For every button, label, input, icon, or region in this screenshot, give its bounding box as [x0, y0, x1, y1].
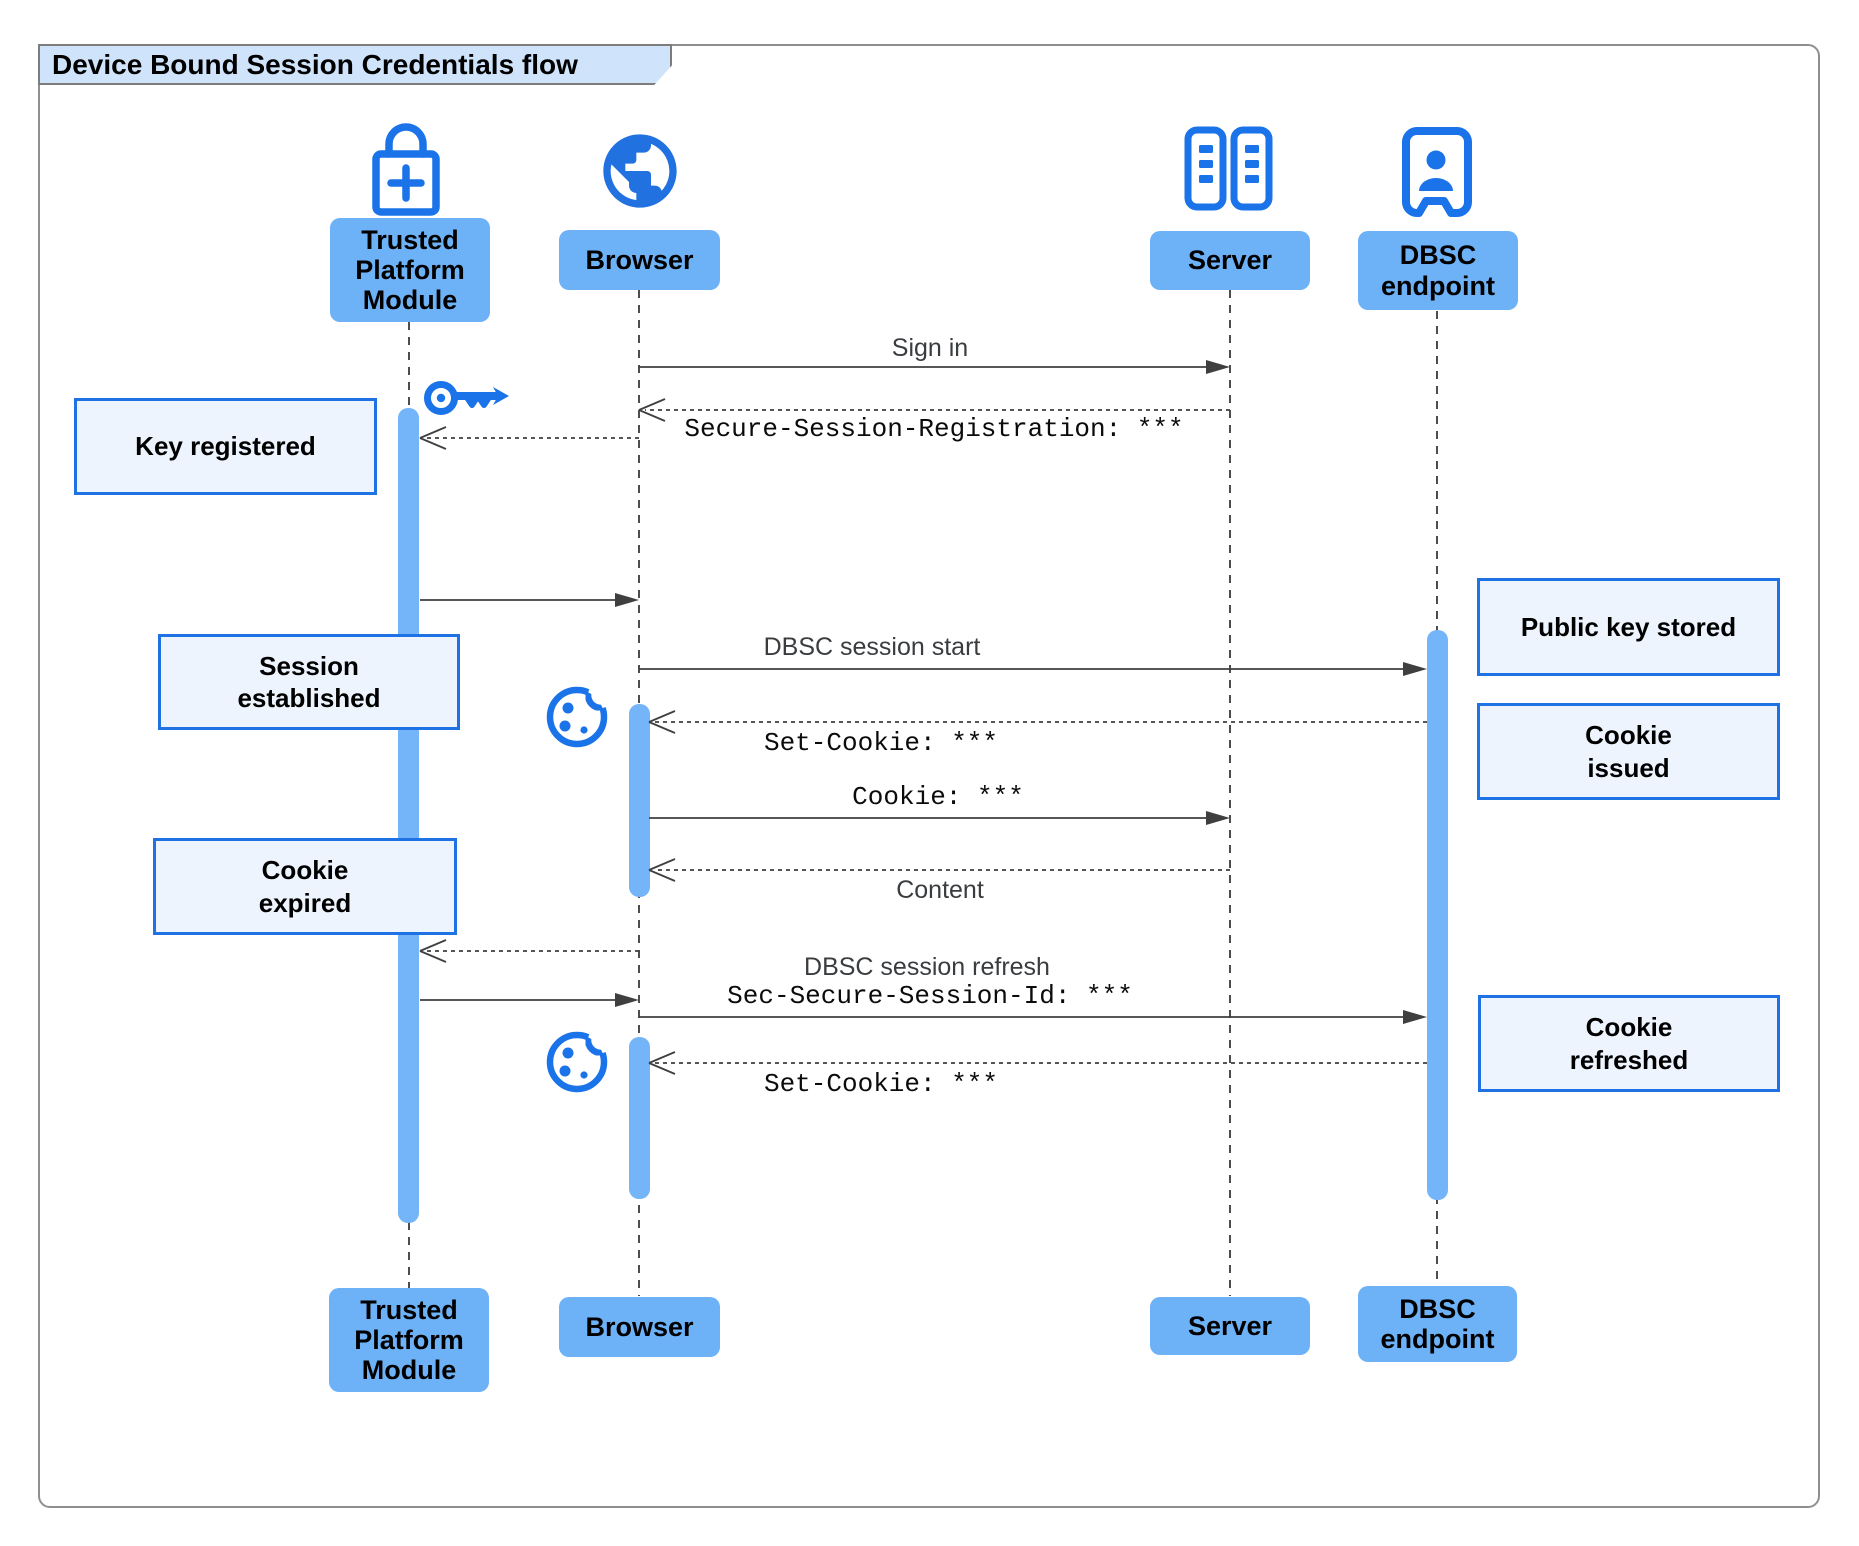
- actor-tpm-top: Trusted Platform Module: [330, 218, 490, 322]
- label-set-cookie-2: Set-Cookie: ***: [763, 1069, 999, 1099]
- key-icon: [424, 381, 509, 415]
- arrowhead-content: [648, 858, 676, 882]
- activation-tpm: [398, 408, 419, 1223]
- activation-dbsc: [1427, 630, 1448, 1200]
- arrow-tpm-to-browser-2: [420, 993, 639, 1007]
- actor-dbsc-top: DBSC endpoint: [1358, 231, 1518, 310]
- label-secure-session-registration: Secure-Session-Registration: ***: [684, 414, 1184, 444]
- id-badge-icon: [1402, 127, 1472, 217]
- note-session-established: Session established: [158, 634, 460, 730]
- label-cookie: Cookie: ***: [852, 782, 1024, 812]
- arrowhead-browser-to-tpm-1: [419, 426, 447, 450]
- arrowhead-set-cookie-2: [648, 1051, 676, 1075]
- actor-dbsc-bottom: DBSC endpoint: [1358, 1286, 1517, 1362]
- activation-browser-1: [629, 704, 650, 897]
- arrow-cookie: [649, 811, 1230, 825]
- lock-plus-icon: [372, 123, 440, 216]
- label-dbsc-session-refresh: DBSC session refresh: [804, 953, 1050, 981]
- cookie-icon: [546, 679, 615, 748]
- note-cookie-issued: Cookie issued: [1477, 703, 1780, 800]
- note-cookie-expired: Cookie expired: [153, 838, 457, 935]
- cookie-icon: [546, 1024, 615, 1093]
- arrowhead-set-cookie-1: [648, 710, 676, 734]
- arrow-dbsc-session-start: [639, 662, 1427, 676]
- arrow-sign-in: [639, 360, 1230, 374]
- note-key-registered: Key registered: [74, 398, 377, 495]
- server-racks-icon: [1184, 126, 1273, 211]
- label-sign-in: Sign in: [891, 334, 969, 362]
- actor-browser-top: Browser: [559, 230, 720, 290]
- note-cookie-refreshed: Cookie refreshed: [1478, 995, 1780, 1092]
- actor-tpm-bottom: Trusted Platform Module: [329, 1288, 489, 1392]
- label-dbsc-session-start: DBSC session start: [763, 633, 981, 661]
- diagram-title: Device Bound Session Credentials flow: [38, 44, 672, 85]
- note-public-key-stored: Public key stored: [1477, 578, 1780, 676]
- label-sec-secure-session-id: Sec-Secure-Session-Id: ***: [727, 981, 1133, 1011]
- arrowhead-secure-session-registration: [638, 398, 666, 422]
- actor-server-top: Server: [1150, 231, 1310, 290]
- arrowhead-browser-to-tpm-2: [419, 939, 447, 963]
- globe-icon: [603, 134, 677, 208]
- label-content: Content: [896, 876, 984, 904]
- arrow-dbsc-session-refresh: [639, 1010, 1427, 1024]
- activation-browser-2: [629, 1037, 650, 1199]
- actor-browser-bottom: Browser: [559, 1297, 720, 1357]
- label-set-cookie-1: Set-Cookie: ***: [763, 728, 999, 758]
- actor-server-bottom: Server: [1150, 1297, 1310, 1355]
- arrow-tpm-to-browser-1: [420, 593, 639, 607]
